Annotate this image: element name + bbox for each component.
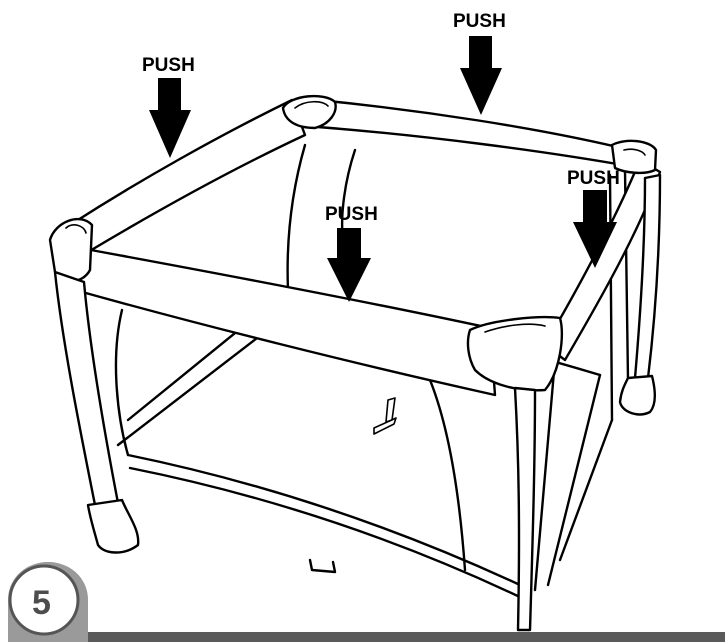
push-arrow-right: PUSH [567,168,620,268]
playard-inner-walls [114,143,630,600]
down-arrow-icon [460,36,502,115]
left-top-rail [68,98,307,254]
back-right-foot [618,374,656,416]
push-arrow-top: PUSH [453,11,506,115]
push-arrow-center: PUSH [325,204,378,302]
push-label-right: PUSH [567,168,620,189]
push-label-center: PUSH [325,204,378,225]
front-top-rail [73,246,497,397]
push-arrow-left: PUSH [142,55,195,158]
down-arrow-icon [573,190,617,268]
down-arrow-icon [327,228,371,302]
down-arrow-icon [149,78,191,158]
step-bar [68,632,725,642]
step-indicator: 5 [8,562,725,642]
playard-illustration [48,94,662,632]
left-leg [53,270,120,507]
corner-cap-back-left [281,94,337,130]
step-badge [8,564,80,636]
push-label-left: PUSH [142,55,195,76]
front-right-leg [513,386,537,632]
left-foot [86,498,140,554]
right-top-rail [543,158,662,362]
step-number: 5 [32,584,51,622]
corner-cap-front-right [466,315,564,392]
push-label-top: PUSH [453,11,506,32]
corner-cap-back-right [610,139,658,175]
